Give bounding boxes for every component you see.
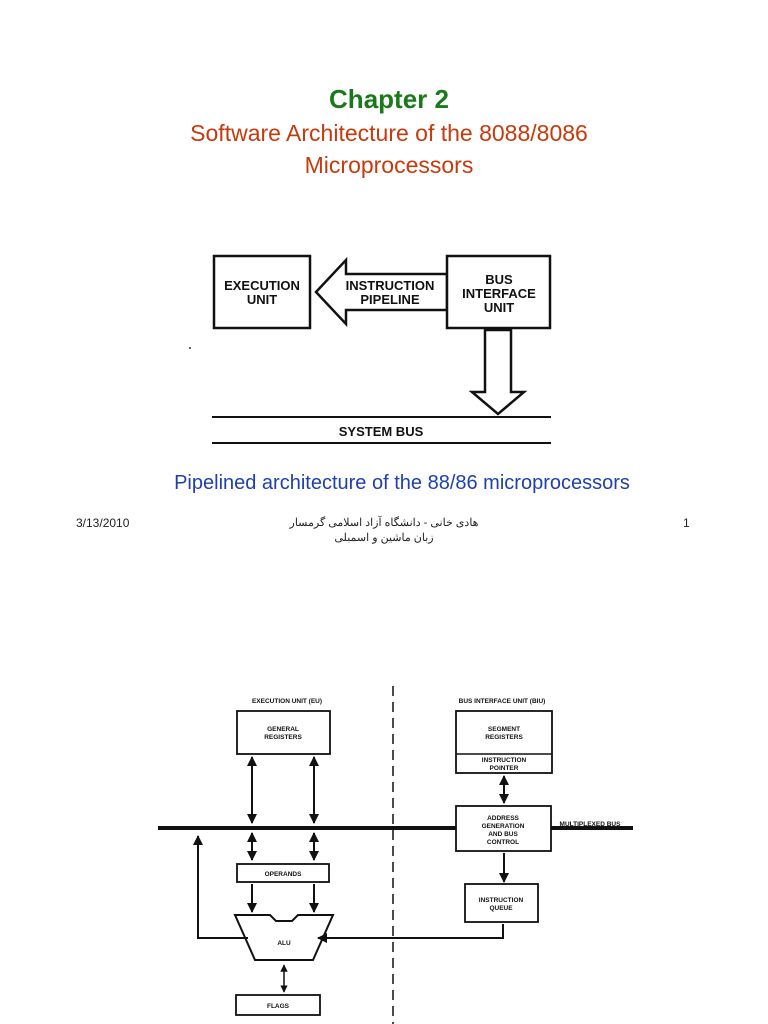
instruction-queue-label-1: INSTRUCTION [479, 897, 524, 904]
bus-interface-unit-label-3: UNIT [484, 300, 514, 315]
address-generation-box [455, 805, 552, 852]
chapter-title: Chapter 2 [329, 84, 449, 114]
eu-title: EXECUTION UNIT (EU) [252, 698, 322, 705]
general-registers-box [236, 710, 331, 755]
footer-course-line: زبان ماشین و اسمبلی [334, 532, 434, 544]
footer-date: 3/13/2010 [76, 516, 130, 530]
alu-label: ALU [277, 940, 291, 947]
slide-subtitle-line-1: Software Architecture of the 8088/8086 [190, 120, 588, 146]
stray-dot [189, 347, 191, 349]
instruction-pipeline-label-1: INSTRUCTION [346, 278, 435, 293]
execution-unit-label-2: UNIT [247, 292, 277, 307]
flags-label: FLAGS [267, 1003, 290, 1010]
bus-down-arrow [468, 328, 528, 416]
execution-unit-label-1: EXECUTION [224, 278, 300, 293]
alu-feedback-arrow [193, 835, 248, 939]
bus-interface-unit-box [445, 254, 552, 330]
diagram-caption: Pipelined architecture of the 88/86 micr… [174, 472, 630, 494]
execution-unit-box [212, 254, 312, 330]
operands-box [236, 863, 330, 883]
instruction-pointer-label-1: INSTRUCTION [482, 757, 527, 764]
address-generation-label-4: CONTROL [487, 839, 519, 846]
address-generation-label-3: AND BUS [488, 831, 518, 838]
pipeline-diagram: EXECUTION UNIT INSTRUCTION PIPELINE BUS … [189, 254, 552, 444]
segment-registers-box [455, 710, 553, 774]
eu-biu-block-diagram: EXECUTION UNIT (EU) BUS INTERFACE UNIT (… [158, 686, 633, 1024]
bus-interface-unit-label-1: BUS [485, 272, 513, 287]
instruction-pipeline-label-2: PIPELINE [360, 292, 420, 307]
instruction-queue-box [464, 883, 539, 923]
footer-page-number: 1 [683, 516, 690, 530]
bus-interface-unit-label-2: INTERFACE [462, 286, 536, 301]
flags-box [235, 994, 321, 1016]
footer-author-line: هادی خانی - دانشگاه آزاد اسلامی گرمسار [289, 517, 479, 529]
queue-to-alu-arrow [317, 924, 504, 943]
general-registers-label-2: REGISTERS [264, 734, 302, 741]
system-bus-label: SYSTEM BUS [339, 424, 424, 439]
segment-registers-label-2: REGISTERS [485, 734, 523, 741]
general-registers-label-1: GENERAL [267, 726, 299, 733]
alu-shape [233, 914, 335, 961]
operands-label: OPERANDS [265, 871, 303, 878]
instruction-queue-label-2: QUEUE [489, 905, 513, 912]
biu-title: BUS INTERFACE UNIT (BIU) [459, 698, 546, 705]
address-generation-label-1: ADDRESS [487, 815, 519, 822]
address-generation-label-2: GENERATION [482, 823, 525, 830]
multiplexed-bus-label: MULTIPLEXED BUS [560, 821, 622, 828]
segment-registers-label-1: SEGMENT [488, 726, 520, 733]
instruction-pointer-label-2: POINTER [490, 765, 519, 772]
slide-subtitle-line-2: Microprocessors [304, 152, 474, 178]
